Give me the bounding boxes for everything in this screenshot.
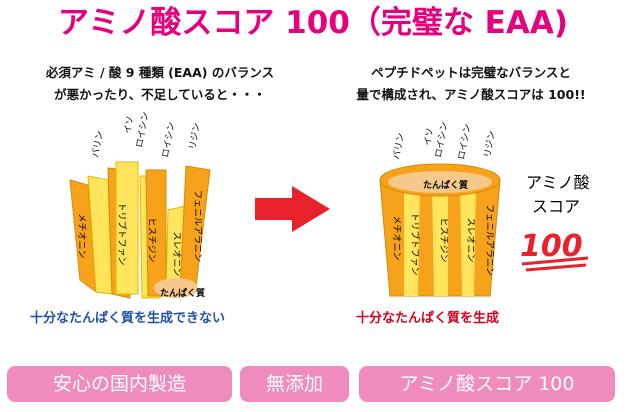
right-label-protein: たんぱく質 (423, 179, 468, 191)
left-label-tryptophan: トリプトファン (116, 202, 127, 265)
right-label-threonine: スレオニン (465, 217, 476, 262)
leaking-protein (154, 278, 198, 298)
right-label-isoleucine-2: ロイシン (434, 121, 450, 158)
left-label-valine: バリン (90, 130, 106, 159)
left-label-histidine: ヒスチジン (146, 217, 157, 262)
left-label-methionine: メチオニン (76, 213, 87, 258)
broken-barrel: バリン イソ ロイシン ロイシン リジン メチオニン トリプトファン ヒスチジン… (69, 111, 211, 299)
right-label-valine: バリン (391, 132, 407, 161)
page-title: アミノ酸スコア 100（完璧な EAA) (57, 5, 568, 41)
complete-barrel: たんぱく質 バリン イソ ロイシン ロイシン リジン メチオニン トリプトファン… (379, 121, 501, 297)
hundred-points-icon: 100 (520, 229, 589, 272)
stave-yellow-1 (404, 184, 420, 296)
left-label-isoleucine-1: イソ (123, 115, 136, 134)
right-label-methionine: メチオニン (391, 215, 402, 260)
left-label-threonine: スレオニン (171, 231, 182, 276)
score-label-line-1: アミノ酸 (526, 173, 590, 192)
left-caption-line-1: 必須アミ / 酸 9 種類 (EAA) のバランス (45, 65, 275, 80)
right-caption: ペプチドペットは完璧なバランスと 量で構成され、アミノ酸スコアは 100!! (326, 62, 616, 106)
stave-yellow-2 (432, 184, 448, 296)
stave-isoleucine (115, 161, 139, 295)
barrel-diagram: バリン イソ ロイシン ロイシン リジン メチオニン トリプトファン ヒスチジン… (69, 111, 590, 299)
right-caption-line-2: 量で構成され、アミノ酸スコアは 100!! (356, 87, 586, 102)
stave-yellow-3 (460, 184, 476, 296)
left-caption: 必須アミ / 酸 9 種類 (EAA) のバランス が悪かったり、不足していると… (10, 62, 310, 106)
right-label-histidine: ヒスチジン (438, 217, 449, 262)
left-caption-line-2: が悪かったり、不足していると・・・ (54, 87, 266, 102)
right-label-isoleucine-1: イソ (423, 127, 436, 146)
right-label-lysine: リジン (483, 130, 498, 158)
badge-domestic: 安心の国内製造 (7, 366, 232, 402)
left-label-protein: たんぱく質 (160, 287, 205, 299)
badge-additive-free: 無添加 (240, 366, 349, 402)
right-label-phenylalanine: フェニルアラニン (484, 204, 495, 276)
right-note: 十分なたんぱく質を生成 (356, 311, 500, 326)
right-label-leucine: ロイシン (457, 123, 473, 160)
right-label-tryptophan: トリプトファン (409, 212, 420, 275)
left-label-lysine: リジン (188, 122, 203, 150)
right-caption-line-1: ペプチドペットは完璧なバランスと (371, 65, 571, 80)
left-label-isoleucine-2: ロイシン (135, 111, 151, 148)
badge-amino-score: アミノ酸スコア 100 (359, 366, 615, 402)
score-label-line-2: スコア (532, 197, 580, 216)
arrow-icon (255, 186, 330, 232)
left-label-phenylalanine: フェニルアラニン (192, 190, 203, 262)
left-label-leucine: ロイシン (161, 121, 177, 158)
barrel-contents (388, 171, 492, 193)
left-note: 十分なたんぱく質を生成できない (30, 311, 226, 326)
